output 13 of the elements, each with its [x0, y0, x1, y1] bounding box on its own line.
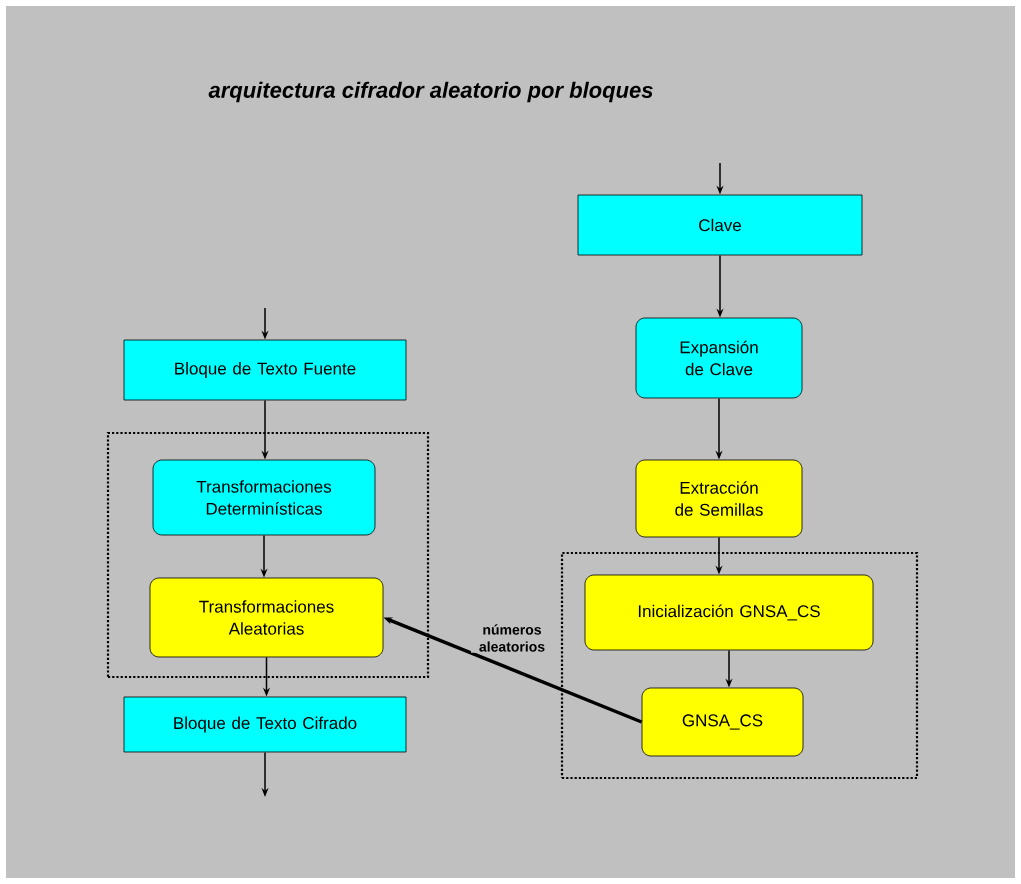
rounded-box: Transformaciones Aleatorias: [149, 577, 384, 658]
rounded-box: Extracción de Semillas: [635, 459, 803, 538]
process-box: Bloque de Texto Fuente: [123, 339, 407, 401]
process-box: Bloque de Texto Cifrado: [123, 696, 407, 753]
rounded-box: Inicialización GNSA_CS: [584, 574, 874, 651]
process-box: Clave: [577, 194, 863, 256]
rounded-box: Expansión de Clave: [635, 317, 803, 399]
dotted-frame: [106, 431, 430, 679]
edge-label: números aleatorios: [471, 623, 553, 653]
title: arquitectura cifrador aleatorio por bloques: [208, 81, 653, 103]
dotted-frame: [560, 551, 919, 780]
rounded-box: Transformaciones Determinísticas: [152, 459, 376, 536]
rounded-box: GNSA_CS: [641, 687, 804, 757]
